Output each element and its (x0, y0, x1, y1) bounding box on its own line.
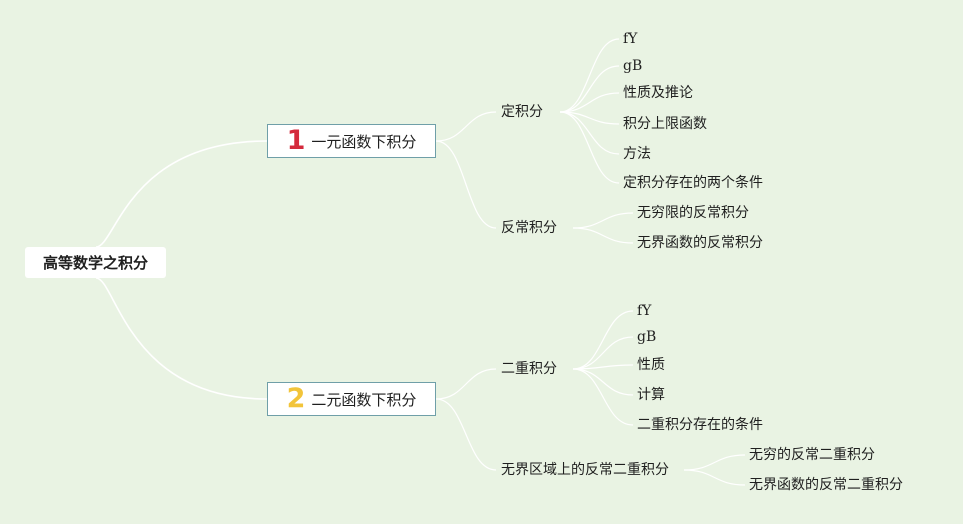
leaf-item[interactable]: gB (623, 58, 643, 74)
connector-line (683, 454, 746, 471)
leaf-item[interactable]: 无界函数的反常二重积分 (749, 477, 903, 493)
leaf-item[interactable]: 无穷限的反常积分 (637, 205, 749, 221)
connector-line (559, 111, 620, 155)
connector-line (683, 469, 746, 486)
number-1-icon: 1 (286, 125, 306, 156)
connector-line (559, 111, 620, 184)
topic-definite-integral[interactable]: 定积分 (501, 104, 543, 120)
connector-line (435, 140, 497, 229)
connector-line (559, 38, 620, 113)
connector-line (435, 111, 497, 142)
connector-line (559, 111, 620, 125)
leaf-item[interactable]: fY (637, 303, 652, 319)
leaf-item[interactable]: 计算 (637, 387, 665, 403)
leaf-item[interactable]: 定积分存在的两个条件 (623, 175, 763, 191)
leaf-item[interactable]: 积分上限函数 (623, 116, 707, 132)
leaf-item[interactable]: 性质 (637, 357, 665, 373)
connector-line (572, 368, 634, 426)
leaf-item[interactable]: 方法 (623, 146, 651, 162)
leaf-item[interactable]: 二重积分存在的条件 (637, 417, 763, 433)
branch-node-1[interactable]: 1 一元函数下积分 (267, 124, 436, 158)
leaf-item[interactable]: gB (637, 329, 657, 345)
topic-improper-double-integral[interactable]: 无界区域上的反常二重积分 (501, 462, 669, 478)
leaf-item[interactable]: 无穷的反常二重积分 (749, 447, 875, 463)
root-node[interactable]: 高等数学之积分 (25, 247, 166, 278)
leaf-item[interactable]: 无界函数的反常积分 (637, 235, 763, 251)
connector-line (95, 140, 268, 248)
connector-line (572, 212, 634, 229)
root-label: 高等数学之积分 (42, 254, 148, 272)
connector-line (572, 336, 634, 370)
branch-2-label: 二元函数下积分 (311, 390, 417, 409)
number-2-icon: 2 (286, 383, 306, 414)
connector-line (572, 368, 634, 396)
connector-line (559, 65, 620, 113)
connector-line (572, 310, 634, 370)
connector-line (435, 398, 497, 471)
topic-double-integral[interactable]: 二重积分 (501, 361, 557, 377)
branch-1-label: 一元函数下积分 (311, 132, 417, 151)
connector-line (435, 368, 497, 400)
branch-node-2[interactable]: 2 二元函数下积分 (267, 382, 436, 416)
leaf-item[interactable]: fY (623, 31, 638, 47)
topic-improper-integral[interactable]: 反常积分 (501, 220, 557, 236)
connector-line (572, 227, 634, 244)
connector-line (559, 92, 620, 113)
leaf-item[interactable]: 性质及推论 (623, 85, 693, 101)
connector-line (95, 277, 268, 400)
